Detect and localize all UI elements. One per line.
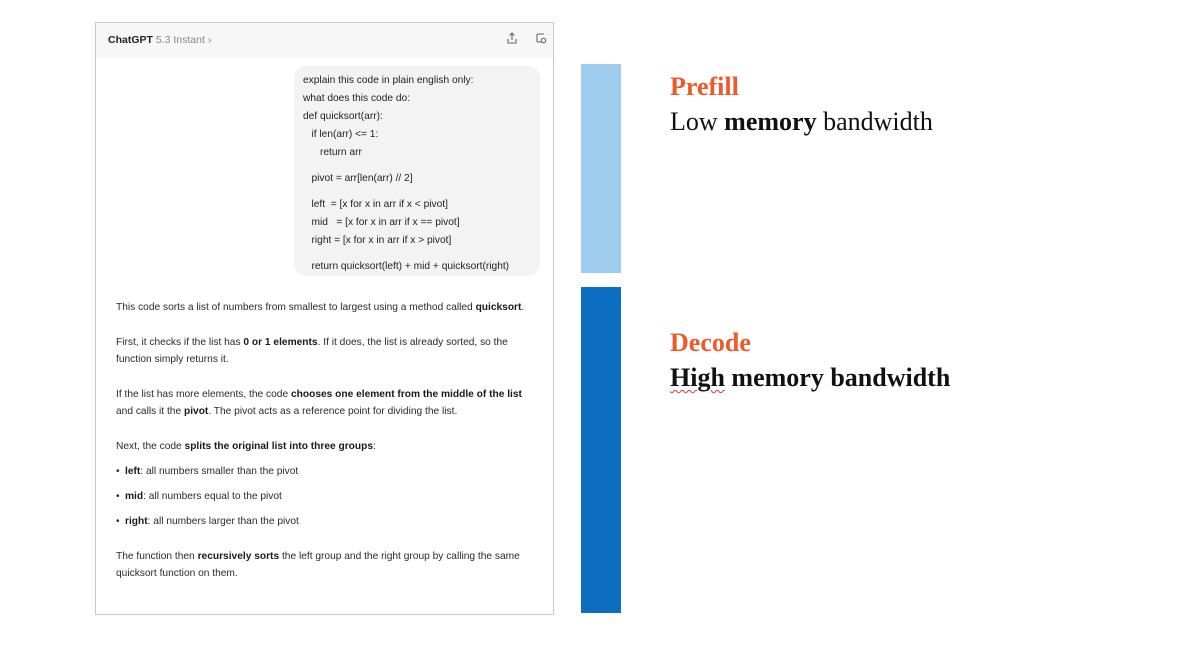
model-selector[interactable]: ChatGPT 5.3 Instant › (108, 34, 211, 46)
assistant-response: This code sorts a list of numbers from s… (116, 299, 541, 600)
response-paragraph: The function then recursively sorts the … (116, 550, 520, 580)
user-message-bubble: explain this code in plain english only:… (294, 66, 540, 276)
message-line: def quicksort(arr): (303, 111, 383, 122)
prefill-subtitle: Low memory bandwidth (670, 107, 933, 136)
response-paragraph: Next, the code splits the original list … (116, 440, 376, 452)
message-line: right = [x for x in arr if x > pivot] (303, 235, 452, 246)
list-item: •left: all numbers smaller than the pivo… (116, 466, 299, 477)
chevron-right-icon: › (207, 34, 212, 46)
message-line: if len(arr) <= 1: (303, 129, 379, 140)
app-name: ChatGPT (108, 34, 153, 46)
message-line: pivot = arr[len(arr) // 2] (303, 173, 413, 184)
list-item: •right: all numbers larger than the pivo… (116, 516, 299, 527)
response-paragraph: This code sorts a list of numbers from s… (116, 302, 525, 313)
message-line: left = [x for x in arr if x < pivot] (303, 199, 448, 210)
prefill-bar (581, 64, 621, 273)
message-line: explain this code in plain english only: (303, 75, 474, 86)
prefill-title: Prefill (670, 72, 739, 101)
share-icon[interactable] (504, 32, 520, 48)
decode-subtitle: High memory bandwidth (670, 363, 951, 392)
decode-title: Decode (670, 328, 751, 357)
new-chat-icon[interactable] (533, 32, 549, 48)
list-item: •mid: all numbers equal to the pivot (116, 491, 282, 502)
message-line: mid = [x for x in arr if x == pivot] (303, 217, 460, 228)
message-line: return arr (303, 147, 362, 158)
message-line: what does this code do: (303, 93, 411, 104)
chat-window: ChatGPT 5.3 Instant › explain this code … (95, 22, 554, 615)
decode-bar (581, 287, 621, 613)
chat-header: ChatGPT 5.3 Instant › (96, 23, 553, 58)
response-paragraph: If the list has more elements, the code … (116, 388, 522, 418)
message-line: return quicksort(left) + mid + quicksort… (303, 261, 510, 272)
model-name: 5.3 Instant (155, 34, 205, 46)
response-paragraph: First, it checks if the list has 0 or 1 … (116, 336, 508, 366)
